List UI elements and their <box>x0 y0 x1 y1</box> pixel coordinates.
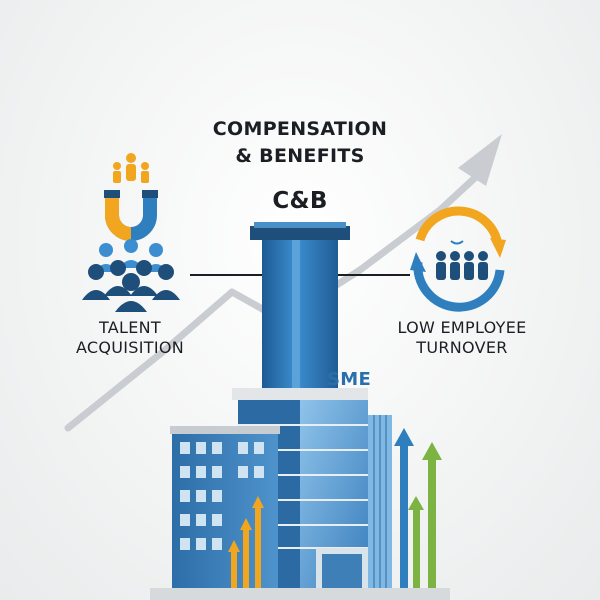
page-title: COMPENSATION & BENEFITS <box>212 118 388 167</box>
family-icon <box>113 153 149 183</box>
magnet-icon <box>104 190 158 241</box>
team-icon <box>436 251 488 280</box>
cycle-arrows-icon <box>410 206 506 312</box>
growth-arrows-icon <box>228 428 442 592</box>
ground <box>150 588 450 600</box>
crowd-icon <box>82 239 180 312</box>
sme-label: SME <box>327 369 372 390</box>
cb-tower <box>250 222 350 400</box>
cb-label: C&B <box>272 188 328 214</box>
talent-acquisition-label: TALENT ACQUISITION <box>75 318 185 357</box>
low-turnover-label: LOW EMPLOYEE TURNOVER <box>397 318 527 357</box>
